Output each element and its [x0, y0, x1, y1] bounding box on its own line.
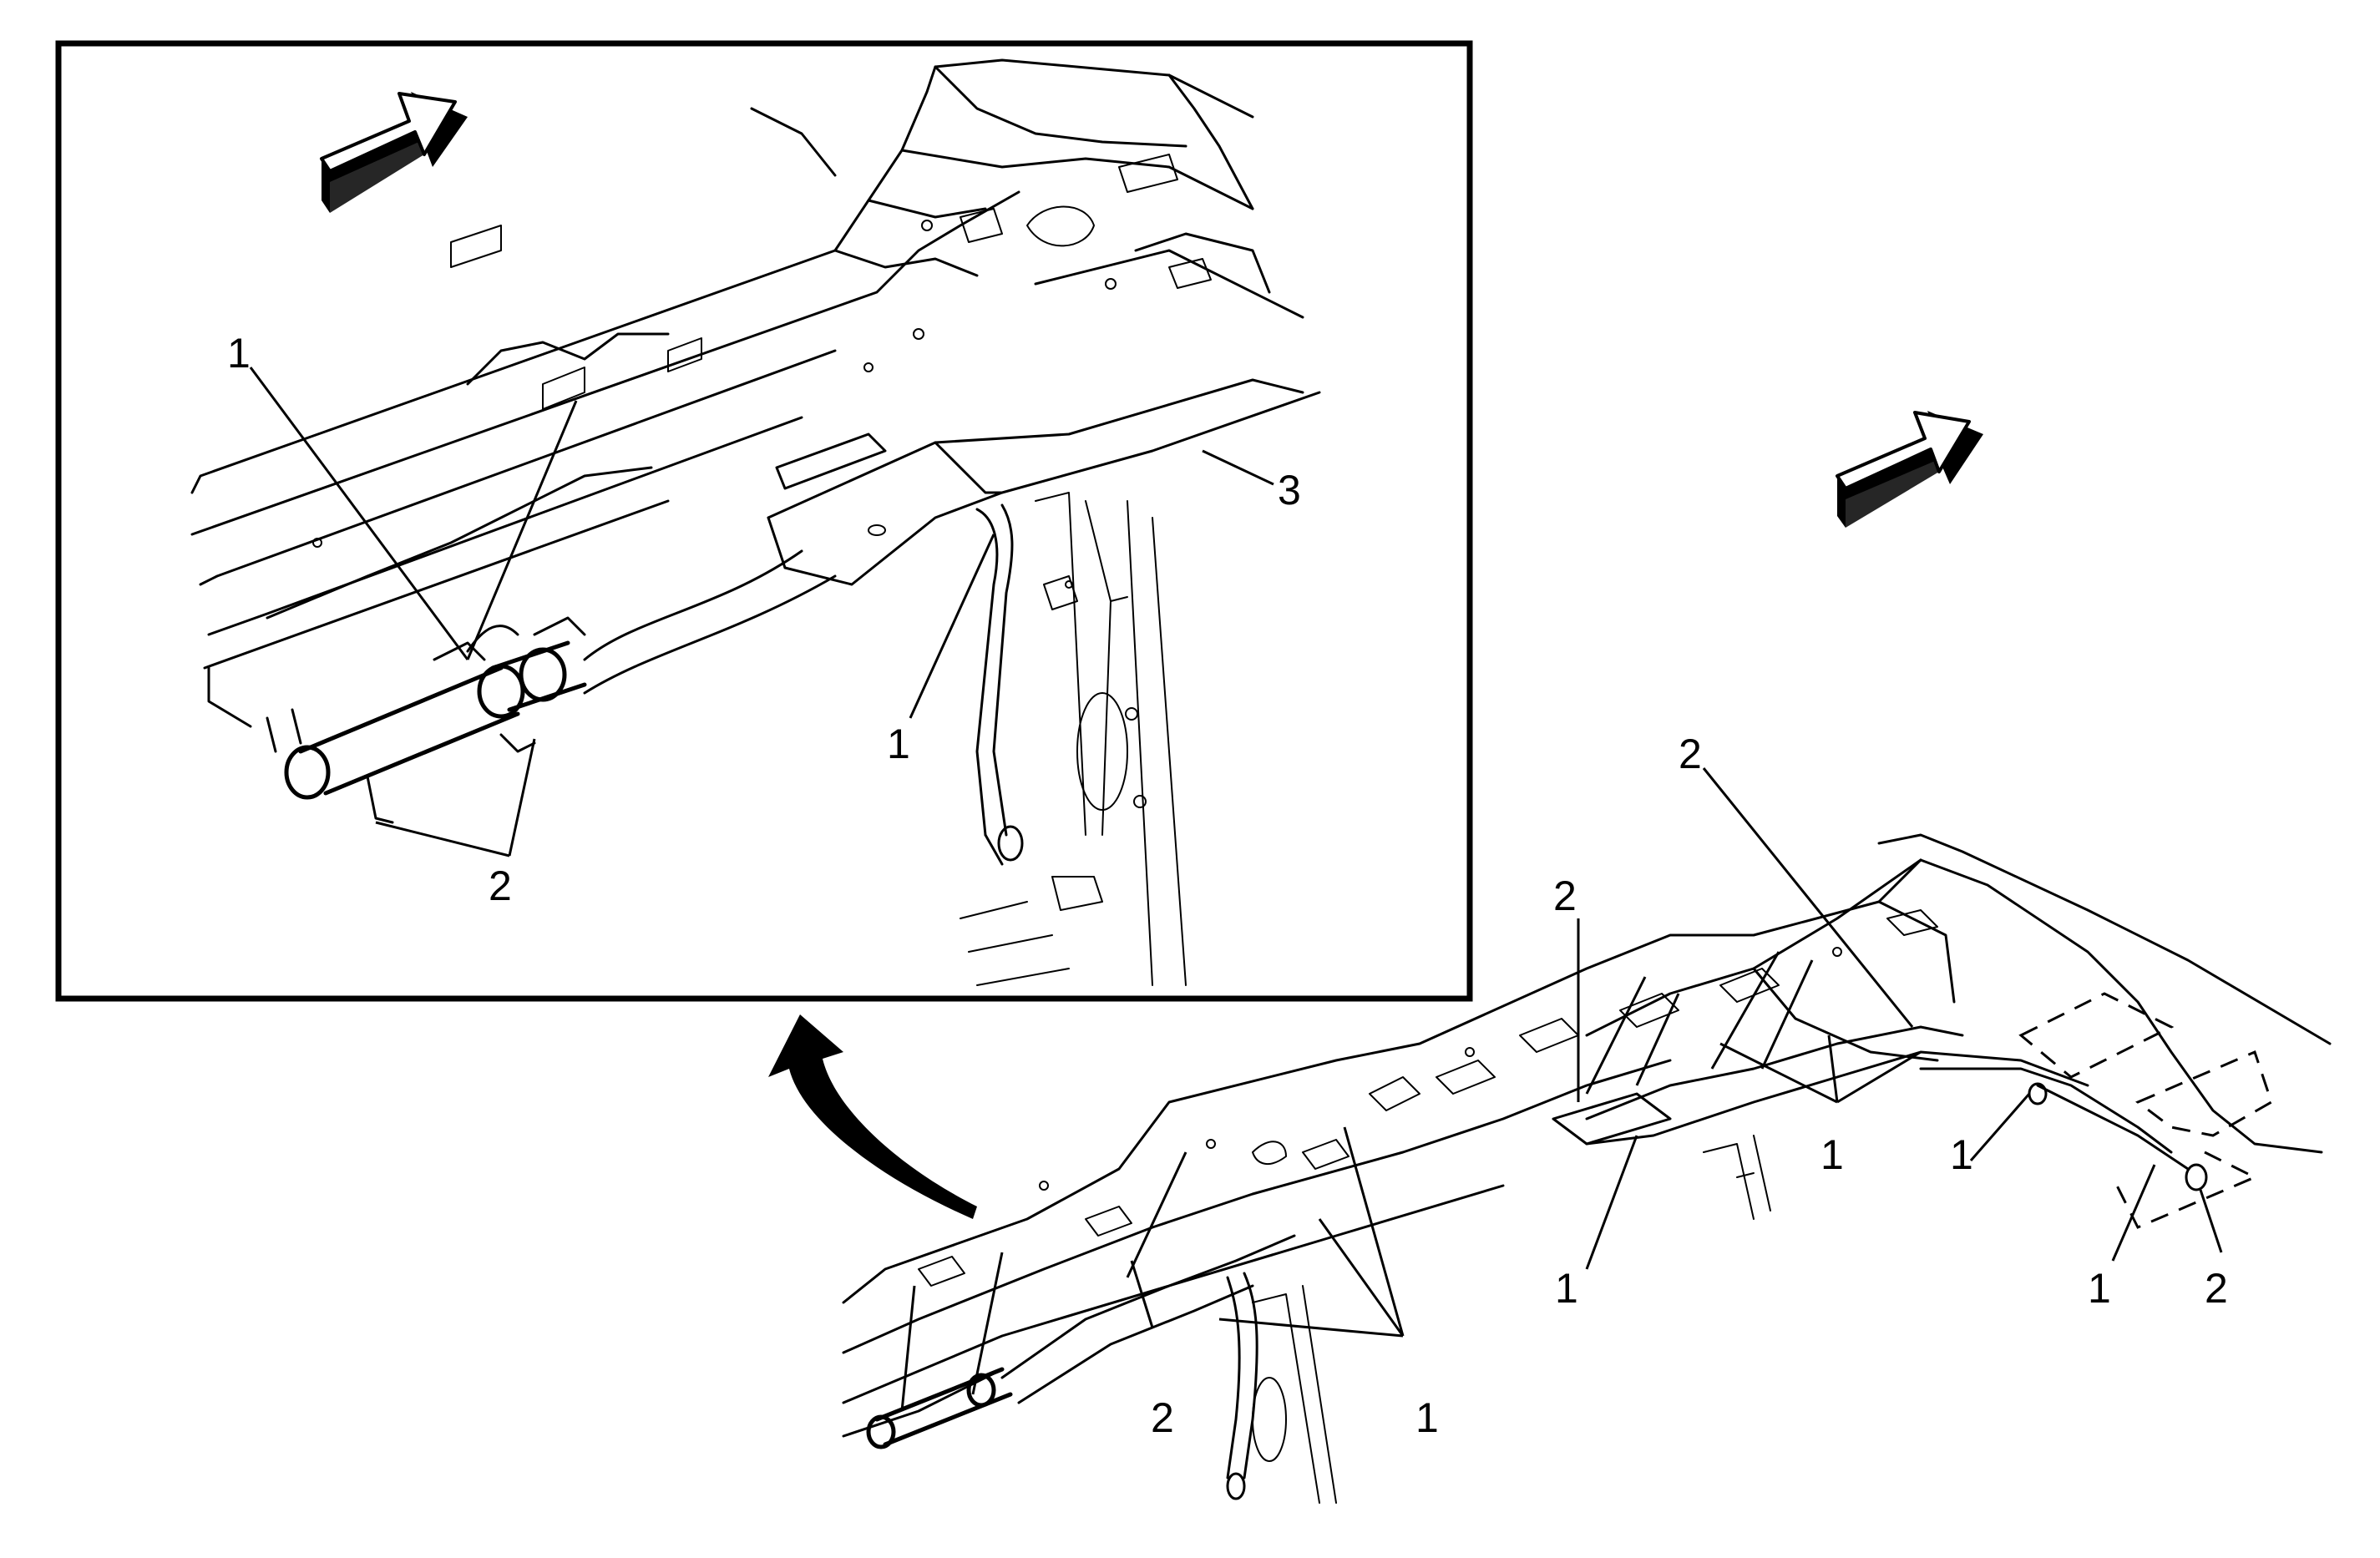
- main-callout-1-mid-cluster: 1: [1820, 1131, 1844, 1178]
- main-callout-1-right-a: 1: [1950, 1131, 1973, 1178]
- detail-view: 1 1 2 3: [55, 40, 1473, 1002]
- detail-shield: [767, 378, 1321, 586]
- main-dashed-outlines: [2018, 992, 2273, 1229]
- detail-callout-2: 2: [489, 862, 512, 909]
- main-view: 2 2 1 1 1 1 2 2 1: [842, 411, 2332, 1504]
- forward-direction-arrow-icon: [1836, 411, 1983, 528]
- detail-pipe-assembly: [266, 549, 837, 824]
- zoom-curved-arrow-icon: [768, 1014, 977, 1219]
- main-callout-1-center: 1: [1555, 1265, 1578, 1312]
- main-leaders: [900, 767, 2223, 1412]
- detail-view-frame: [55, 40, 1473, 1002]
- main-callout-1-bottom: 1: [1415, 1394, 1439, 1441]
- detail-callout-3: 3: [1278, 467, 1301, 513]
- detail-harness: [960, 492, 1187, 986]
- main-callout-2-bottom: 2: [1151, 1394, 1174, 1441]
- main-callout-2-top-right: 2: [1679, 731, 1702, 777]
- detail-callout-1-lower: 1: [887, 721, 910, 767]
- main-callout-1-right-b: 1: [2088, 1265, 2111, 1312]
- main-shield: [1552, 1025, 2089, 1146]
- forward-direction-arrow-icon: [320, 92, 468, 213]
- detail-leaders: [249, 367, 1274, 857]
- main-pipe-assembly: [866, 1067, 2208, 1504]
- main-callout-2-top-left: 2: [1553, 873, 1577, 919]
- main-callout-2-right: 2: [2205, 1265, 2228, 1312]
- detail-underbody-panel: [190, 58, 1304, 728]
- detail-callout-1-upper: 1: [227, 330, 251, 377]
